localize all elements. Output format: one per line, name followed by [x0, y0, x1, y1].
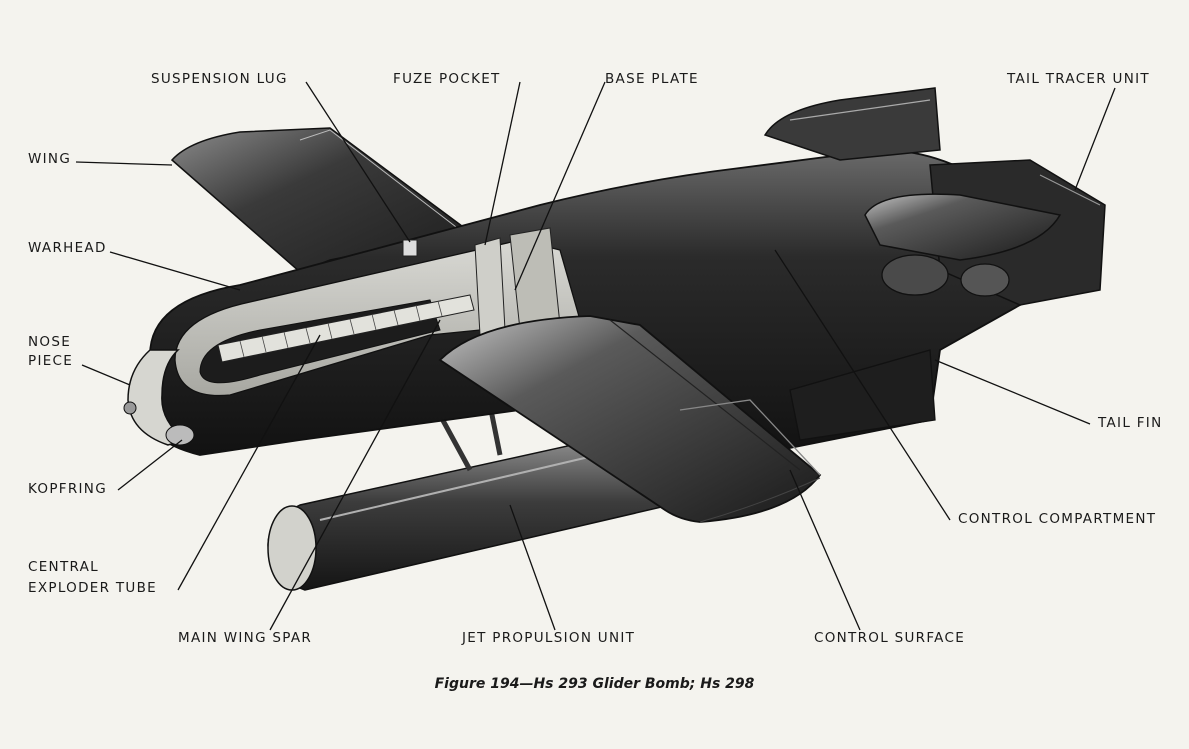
right-wing-shape: [438, 315, 822, 523]
tail-fin-shape: [789, 349, 936, 441]
leader-lines: [75, 81, 1116, 631]
label-jet-propulsion-unit: JET PROPULSION UNIT: [462, 630, 636, 646]
label-kopfring: KOPFRING: [28, 481, 107, 497]
label-central-exploder-tube-line2: EXPLODER TUBE: [28, 580, 157, 596]
label-nose-piece-line1: NOSE: [28, 334, 72, 350]
label-central-exploder-tube-line1: CENTRAL: [28, 559, 99, 575]
label-fuze-pocket: FUZE POCKET: [393, 71, 501, 87]
label-base-plate: BASE PLATE: [605, 71, 699, 87]
exploder-tube-shape: [217, 294, 475, 363]
label-tail-tracer-unit: TAIL TRACER UNIT: [1007, 71, 1150, 87]
label-tail-fin: TAIL FIN: [1098, 415, 1163, 431]
label-main-wing-spar: MAIN WING SPAR: [178, 630, 313, 646]
label-control-compartment: CONTROL COMPARTMENT: [958, 511, 1157, 527]
label-control-surface: CONTROL SURFACE: [814, 630, 966, 646]
label-warhead: WARHEAD: [28, 240, 107, 256]
label-wing: WING: [28, 151, 72, 167]
exploder-tube-ribs: [239, 300, 443, 358]
label-nose-piece-line2: PIECE: [28, 353, 74, 369]
figure-caption: Figure 194—Hs 293 Glider Bomb; Hs 298: [434, 676, 755, 692]
label-suspension-lug: SUSPENSION LUG: [151, 71, 288, 87]
